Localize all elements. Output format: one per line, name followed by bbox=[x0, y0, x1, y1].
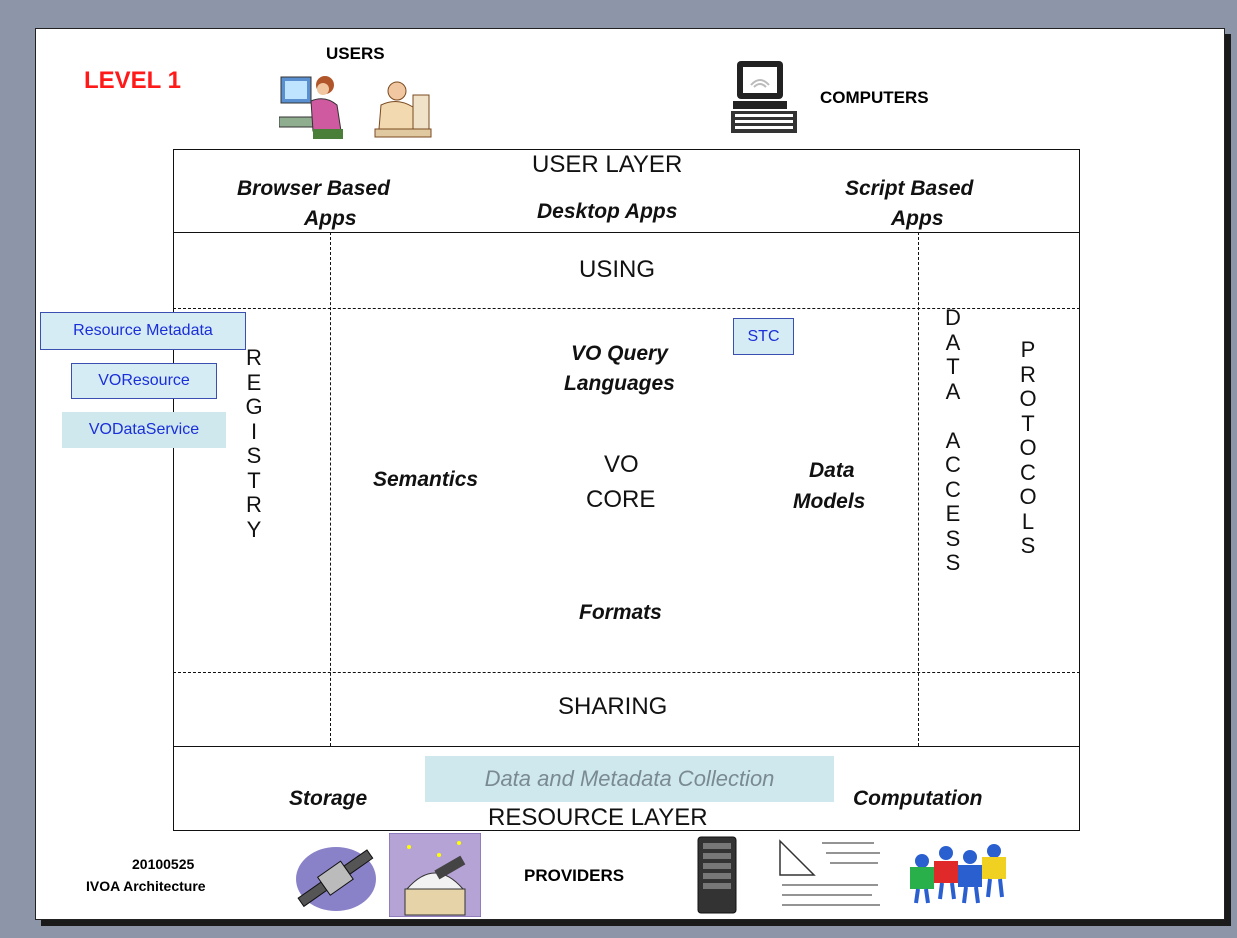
computation-label: Computation bbox=[853, 787, 983, 810]
vo-query-line2: Languages bbox=[564, 372, 675, 395]
resource-layer-title: RESOURCE LAYER bbox=[488, 804, 708, 831]
browser-apps-line2: Apps bbox=[304, 207, 357, 230]
protocols-vertical-label: P R O T O C O L S bbox=[1019, 337, 1037, 558]
providers-label: PROVIDERS bbox=[524, 866, 625, 885]
using-divider bbox=[173, 308, 1080, 309]
footer-date: 20100525 bbox=[132, 856, 195, 872]
sharing-divider bbox=[173, 672, 1080, 673]
data-models-line2: Models bbox=[793, 490, 866, 513]
user-layer-divider bbox=[173, 232, 1080, 233]
man-at-desk-icon bbox=[374, 81, 432, 138]
vodataservice-tag: VODataService bbox=[62, 412, 226, 448]
math-notes-icon bbox=[779, 839, 880, 906]
users-label: USERS bbox=[326, 44, 385, 63]
level-title: LEVEL 1 bbox=[84, 67, 181, 94]
user-layer-title: USER LAYER bbox=[532, 151, 683, 178]
formats-label: Formats bbox=[579, 601, 662, 624]
architecture-frame bbox=[173, 149, 1080, 831]
satellite-icon bbox=[296, 847, 376, 911]
registry-vertical-label: R E G I S T R Y bbox=[245, 345, 263, 542]
computer-terminal-icon bbox=[731, 61, 797, 133]
sharing-label: SHARING bbox=[558, 693, 668, 720]
team-puzzle-icon bbox=[910, 844, 1006, 904]
resource-layer-divider bbox=[173, 746, 1080, 747]
registry-divider bbox=[330, 232, 331, 746]
data-metadata-collection-tag: Data and Metadata Collection bbox=[425, 756, 834, 802]
footer-caption: IVOA Architecture bbox=[86, 878, 206, 894]
desktop-apps: Desktop Apps bbox=[537, 200, 678, 223]
woman-at-computer-icon bbox=[279, 76, 343, 139]
vo-query-line1: VO Query bbox=[571, 342, 668, 365]
vo-core-line2: CORE bbox=[586, 486, 656, 513]
data-access-vertical-label: D A T A A C C E S S bbox=[945, 305, 961, 575]
protocols-divider bbox=[918, 232, 919, 746]
computers-label: COMPUTERS bbox=[820, 88, 929, 107]
voresource-tag: VOResource bbox=[71, 363, 217, 399]
using-label: USING bbox=[579, 256, 656, 283]
script-apps-line2: Apps bbox=[891, 207, 944, 230]
slide: LEVEL 1 USERS COMPUTERS bbox=[35, 28, 1225, 920]
server-tower-icon bbox=[697, 836, 737, 914]
semantics-label: Semantics bbox=[373, 468, 479, 491]
storage-label: Storage bbox=[289, 787, 368, 810]
data-models-line1: Data bbox=[809, 459, 855, 482]
observatory-icon bbox=[389, 833, 481, 917]
script-apps-line1: Script Based bbox=[845, 177, 974, 200]
stc-tag: STC bbox=[733, 318, 794, 355]
browser-apps-line1: Browser Based bbox=[237, 177, 390, 200]
vo-core-line1: VO bbox=[604, 451, 639, 478]
resource-metadata-tag: Resource Metadata bbox=[40, 312, 246, 350]
